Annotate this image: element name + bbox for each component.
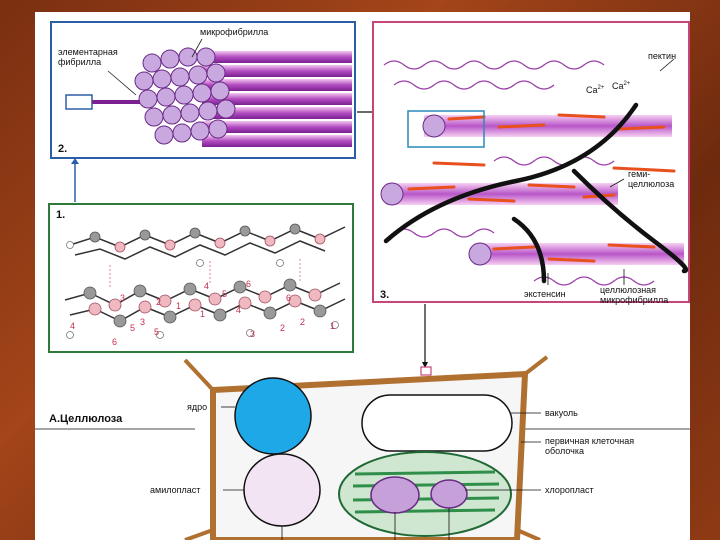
label-primary-wall: первичная клеточная оболочка — [545, 436, 635, 456]
amyloplast — [243, 453, 321, 527]
elementary-fibril-rod — [92, 100, 140, 104]
detail-box — [407, 110, 485, 148]
label-elementary-fibril: элементарная фибрилла — [58, 47, 118, 67]
label-microfibril: микрофибрилла — [200, 27, 269, 37]
label-chloroplast: хлоропласт — [545, 485, 594, 495]
microfibril-1 — [422, 114, 672, 138]
panel-3-cell-wall-structure: пектин Ca2+ Ca2+ геми- целлюлоза экстенс… — [372, 21, 690, 305]
chloroplast — [338, 451, 512, 537]
label-vacuole: вакуоль — [545, 408, 578, 418]
cell-wall-drawing — [380, 58, 689, 286]
panel-3-number: 3. — [380, 289, 390, 301]
panel-2-microfibril: элементарная фибрилла микрофибрилла 2. — [50, 21, 356, 159]
label-extensin: экстенсин — [524, 289, 566, 299]
label-pectin: пектин — [648, 51, 677, 61]
label-nucleus: ядро — [187, 402, 208, 412]
thylakoids — [352, 470, 500, 514]
starch-grain-1 — [370, 476, 420, 514]
fibril-rods — [202, 51, 352, 147]
cellulose-chain-drawing — [64, 223, 346, 339]
nucleus — [234, 377, 312, 455]
hydrogen-atoms — [66, 241, 339, 339]
panel-2-number: 2. — [58, 143, 68, 155]
extensin-strands — [383, 102, 689, 284]
elementary-fibril-box — [65, 94, 93, 110]
microfibril-drawing — [65, 38, 352, 147]
oxygen-atoms — [88, 233, 326, 316]
cell-wall — [210, 370, 529, 540]
carbon-atoms — [83, 223, 327, 328]
label-amyloplast: амилопласт — [150, 485, 201, 495]
panel-1-cellulose-chains: 1. 3 2 1 4 5 6 3 2 1 4 5 6 6 3 2 1 4 5 — [48, 203, 354, 353]
cell-title: А.Целлюлоза — [49, 413, 123, 425]
vacuole — [361, 394, 513, 452]
label-hemicellulose: геми- целлюлоза — [628, 169, 675, 189]
label-calcium-2: Ca2+ — [612, 81, 631, 91]
slide: элементарная фибрилла микрофибрилла 2. — [35, 12, 690, 540]
fibril-cross-sections — [134, 47, 236, 145]
label-cellulose-microfibril: целлюлозная микрофибрилла — [600, 285, 669, 305]
pectin-strands — [383, 60, 655, 286]
cell-wall-marker — [420, 366, 432, 376]
starch-grain-2 — [430, 479, 468, 509]
hydrogen-bonds — [109, 259, 301, 289]
hemicellulose-strands — [407, 113, 676, 263]
label-calcium-1: Ca2+ — [586, 85, 605, 95]
chain-bonds — [64, 226, 346, 322]
panel-1-number: 1. — [56, 209, 66, 221]
